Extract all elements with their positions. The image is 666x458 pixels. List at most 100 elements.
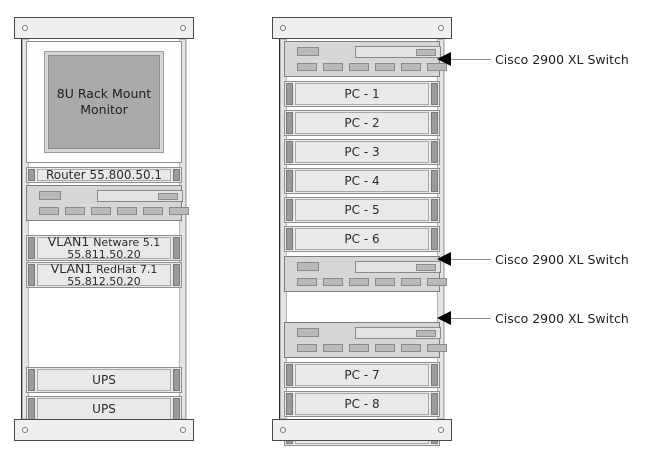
port-indicator-icon bbox=[297, 278, 317, 286]
left-rack-bottom-rail bbox=[14, 419, 194, 441]
rack-ear-icon bbox=[173, 237, 180, 259]
pc-unit-6[interactable]: PC - 6 bbox=[284, 226, 440, 252]
router-unit[interactable]: Router 55.800.50.1 bbox=[26, 167, 182, 183]
pc-unit-6-label: PC - 6 bbox=[344, 231, 380, 246]
rack-ear-icon bbox=[28, 169, 35, 181]
port-indicator-icon bbox=[65, 207, 85, 215]
vlan-server-1[interactable]: VLAN1 Netware 5.1 55.811.50.20 bbox=[26, 235, 182, 261]
mount-hole-icon bbox=[438, 427, 444, 433]
pc-unit-6-faceplate: PC - 6 bbox=[295, 228, 429, 250]
rack-ear-icon bbox=[173, 369, 180, 391]
switch-upper-row bbox=[285, 46, 441, 58]
arrowhead-icon bbox=[437, 311, 451, 325]
router-label: Router 55.800.50.1 bbox=[45, 167, 163, 182]
port-indicator-icon bbox=[91, 207, 111, 215]
switch-lower-row bbox=[285, 344, 447, 354]
right-rack-bottom-rail bbox=[272, 419, 452, 441]
vlan-server-2-faceplate: VLAN1 RedHat 7.1 55.812.50.20 bbox=[37, 262, 171, 289]
rack-ear-icon bbox=[286, 83, 293, 105]
switch-lower-row bbox=[285, 63, 447, 73]
port-indicator-icon bbox=[427, 278, 447, 286]
uplink-module bbox=[355, 261, 441, 273]
port-indicator-icon bbox=[297, 262, 319, 271]
annotation-switch-top-label: Cisco 2900 XL Switch bbox=[495, 52, 629, 67]
pc-unit-1-faceplate: PC - 1 bbox=[295, 83, 429, 105]
rack-ear-icon bbox=[173, 264, 180, 286]
pc-unit-4-faceplate: PC - 4 bbox=[295, 170, 429, 192]
pc-unit-2[interactable]: PC - 2 bbox=[284, 110, 440, 136]
rack-ear-icon bbox=[286, 170, 293, 192]
port-indicator-icon bbox=[401, 344, 421, 352]
rack-ear-icon bbox=[28, 398, 35, 420]
port-indicator-icon bbox=[375, 344, 395, 352]
uplink-port-icon bbox=[416, 330, 436, 337]
port-indicator-icon bbox=[143, 207, 163, 215]
cisco-switch-top[interactable] bbox=[284, 41, 447, 77]
rack-ear-icon bbox=[173, 169, 180, 181]
port-indicator-icon bbox=[427, 344, 447, 352]
rack-ear-icon bbox=[431, 170, 438, 192]
cisco-switch-lower[interactable] bbox=[284, 322, 447, 358]
port-indicator-icon bbox=[297, 328, 319, 337]
mount-hole-icon bbox=[280, 25, 286, 31]
rack-ear-icon bbox=[173, 398, 180, 420]
pc-unit-8[interactable]: PC - 8 bbox=[284, 391, 440, 417]
port-indicator-icon bbox=[375, 63, 395, 71]
pc-unit-7[interactable]: PC - 7 bbox=[284, 362, 440, 388]
pc-unit-5[interactable]: PC - 5 bbox=[284, 197, 440, 223]
leader-line bbox=[451, 318, 491, 319]
uplink-module bbox=[355, 327, 441, 339]
port-indicator-icon bbox=[401, 63, 421, 71]
rack-ear-icon bbox=[286, 112, 293, 134]
port-indicator-icon bbox=[349, 344, 369, 352]
right-rack-top-rail bbox=[272, 17, 452, 39]
ups-unit-1[interactable]: UPS bbox=[26, 367, 182, 393]
port-indicator-icon bbox=[401, 278, 421, 286]
rack-ear-icon bbox=[431, 228, 438, 250]
uplink-port-icon bbox=[416, 49, 436, 56]
switch-upper-row bbox=[285, 261, 441, 273]
uplink-module bbox=[355, 46, 441, 58]
port-indicator-icon bbox=[323, 344, 343, 352]
vlan-server-1-title: VLAN1 Netware 5.1 bbox=[47, 234, 161, 250]
port-indicator-icon bbox=[323, 278, 343, 286]
pc-unit-3[interactable]: PC - 3 bbox=[284, 139, 440, 165]
uplink-port-icon bbox=[158, 193, 178, 200]
right-rack-bay: PC - 1 PC - 2 PC - 3 bbox=[279, 39, 447, 446]
vlan-server-1-faceplate: VLAN1 Netware 5.1 55.811.50.20 bbox=[37, 234, 171, 262]
mount-hole-icon bbox=[180, 25, 186, 31]
port-indicator-icon bbox=[39, 191, 61, 200]
left-rack-top-rail bbox=[14, 17, 194, 39]
patch-panel-upper-row bbox=[27, 190, 183, 202]
ups-unit-2-faceplate: UPS bbox=[37, 398, 171, 420]
pc-unit-4-label: PC - 4 bbox=[344, 173, 380, 188]
rack-ear-icon bbox=[431, 364, 438, 386]
rack-ear-icon bbox=[28, 369, 35, 391]
rack-ear-icon bbox=[286, 364, 293, 386]
mount-hole-icon bbox=[22, 25, 28, 31]
right-equipment-rack: PC - 1 PC - 2 PC - 3 bbox=[272, 17, 452, 446]
cisco-switch-middle[interactable] bbox=[284, 256, 447, 292]
pc-unit-1[interactable]: PC - 1 bbox=[284, 81, 440, 107]
patch-panel-lower-row bbox=[27, 207, 189, 217]
mount-hole-icon bbox=[180, 427, 186, 433]
port-indicator-icon bbox=[39, 207, 59, 215]
vlan-server-2-ip: 55.812.50.20 bbox=[67, 275, 141, 289]
rack-ear-icon bbox=[286, 141, 293, 163]
pc-unit-4[interactable]: PC - 4 bbox=[284, 168, 440, 194]
port-indicator-icon bbox=[297, 47, 319, 56]
vlan-server-2[interactable]: VLAN1 RedHat 7.1 55.812.50.20 bbox=[26, 262, 182, 288]
port-indicator-icon bbox=[375, 278, 395, 286]
left-rack-patch-panel[interactable] bbox=[26, 185, 189, 221]
vlan-server-1-ip: 55.811.50.20 bbox=[67, 248, 141, 262]
port-indicator-icon bbox=[297, 344, 317, 352]
ups-unit-2-label: UPS bbox=[92, 401, 116, 416]
leader-line bbox=[451, 259, 491, 260]
uplink-port-icon bbox=[416, 264, 436, 271]
annotation-switch-lower-label: Cisco 2900 XL Switch bbox=[495, 311, 629, 326]
pc-unit-8-faceplate: PC - 8 bbox=[295, 393, 429, 415]
